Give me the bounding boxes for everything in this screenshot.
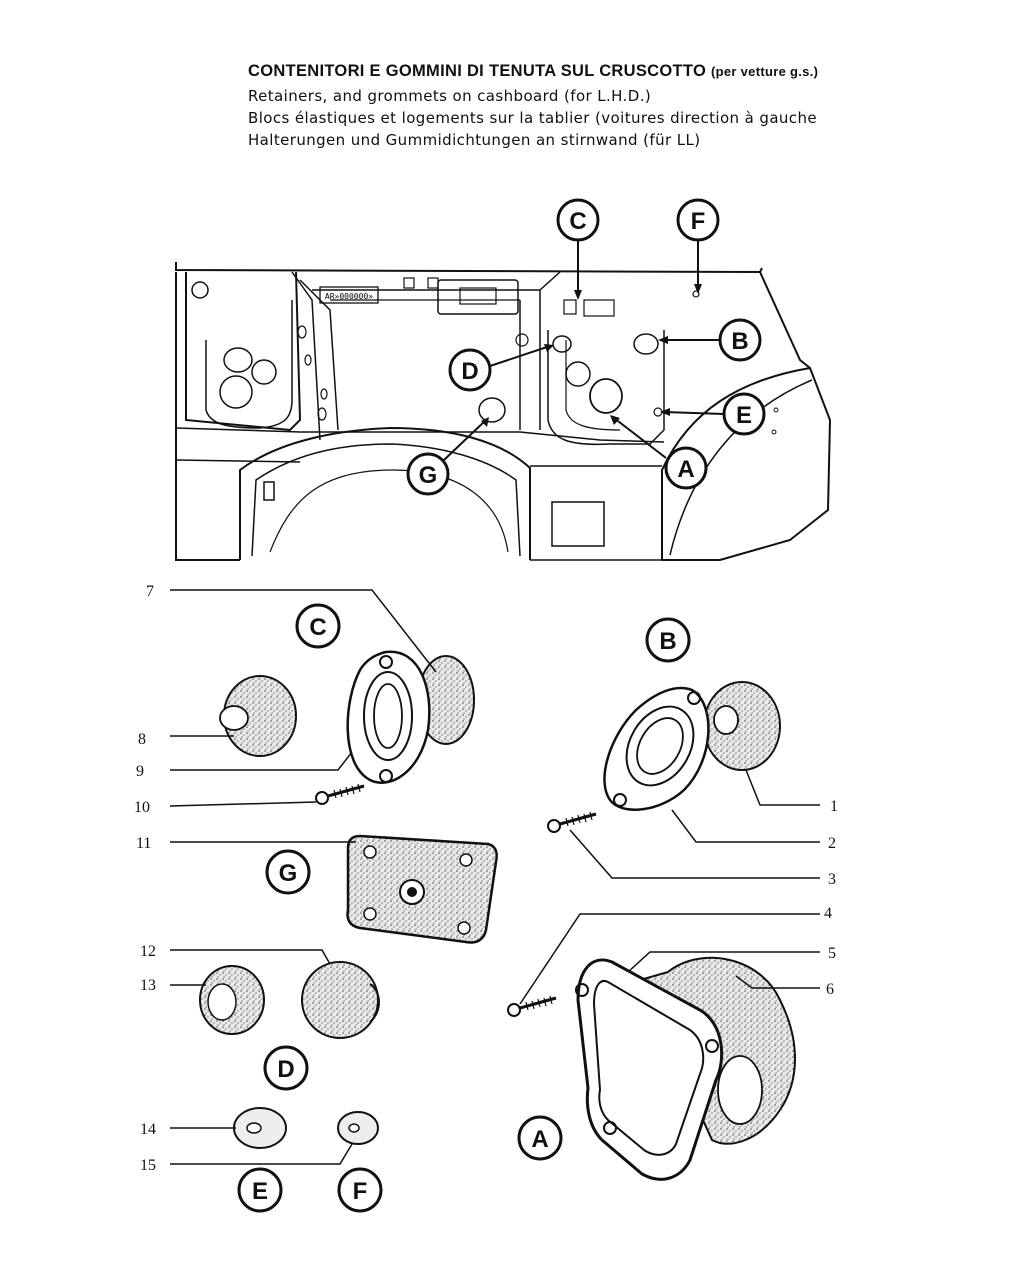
part-number-9: 9	[136, 763, 144, 780]
part-washer-15	[337, 1111, 379, 1145]
callout-circle-b	[645, 617, 691, 663]
callout-circle-e	[237, 1167, 283, 1213]
part-number-13: 13	[140, 977, 156, 994]
part-number-8: 8	[138, 731, 146, 748]
part-screw-10	[315, 783, 365, 805]
part-number-2: 2	[828, 835, 836, 852]
part-number-6: 6	[826, 981, 834, 998]
part-plate-11	[346, 834, 498, 944]
part-grommet-12	[301, 961, 380, 1039]
leader-lines	[169, 589, 820, 1165]
callout-b-top: B	[731, 328, 748, 355]
callout-e: E	[252, 1178, 268, 1205]
callout-circle-a	[517, 1115, 563, 1161]
title-german: Halterungen und Gummidichtungen an stirn…	[248, 131, 701, 149]
callout-d-top: D	[461, 358, 478, 385]
callout-b: B	[659, 628, 676, 655]
title-italian: CONTENITORI E GOMMINI DI TENUTA SUL CRUS…	[248, 62, 819, 80]
part-number-12: 12	[140, 943, 156, 960]
part-number-4: 4	[824, 905, 832, 922]
callout-d: D	[277, 1056, 294, 1083]
callout-circle-a-top	[664, 446, 708, 490]
chassis-plate-text: AR»000000»	[325, 292, 373, 301]
part-washer-14	[233, 1107, 287, 1149]
part-number-15: 15	[140, 1157, 156, 1174]
callout-e-top: E	[736, 402, 752, 429]
part-grommet-8	[219, 675, 297, 757]
title-french: Blocs élastiques et logements sur la tab…	[248, 109, 817, 127]
part-number-7: 7	[146, 583, 154, 600]
title-english: Retainers, and grommets on cashboard (fo…	[248, 87, 652, 105]
callout-c: C	[309, 614, 326, 641]
callout-circle-g	[265, 849, 311, 895]
arrow-heads	[481, 284, 702, 427]
header: CONTENITORI E GOMMINI DI TENUTA SUL CRUS…	[248, 58, 988, 151]
part-screw-3	[547, 811, 597, 833]
callout-f-top: F	[691, 208, 706, 235]
callout-g: G	[279, 860, 298, 887]
callout-circle-d	[263, 1045, 309, 1091]
part-retainer-2	[603, 686, 710, 811]
callout-circle-c	[295, 603, 341, 649]
part-number-5: 5	[828, 945, 836, 962]
callout-arrows	[443, 240, 725, 461]
part-number-11: 11	[136, 835, 151, 852]
callout-f: F	[353, 1178, 368, 1205]
callout-g-top: G	[419, 462, 438, 489]
callout-circle-d-top	[448, 348, 492, 392]
part-number-14: 14	[140, 1121, 156, 1138]
part-number-10: 10	[134, 799, 150, 816]
part-grommet-13	[199, 965, 265, 1035]
callout-a-top: A	[677, 456, 694, 483]
cashboard-drawing	[175, 262, 832, 561]
part-retainer-9	[346, 650, 431, 784]
part-number-1: 1	[830, 798, 838, 815]
callout-circle-g-top	[406, 452, 450, 496]
callout-circle-f	[337, 1167, 383, 1213]
callout-a: A	[531, 1126, 548, 1153]
part-number-3: 3	[828, 871, 836, 888]
callout-c-top: C	[569, 208, 586, 235]
part-screw-4	[507, 995, 557, 1017]
part-grommet-1	[703, 681, 781, 771]
part-retainer-5	[575, 958, 724, 1181]
